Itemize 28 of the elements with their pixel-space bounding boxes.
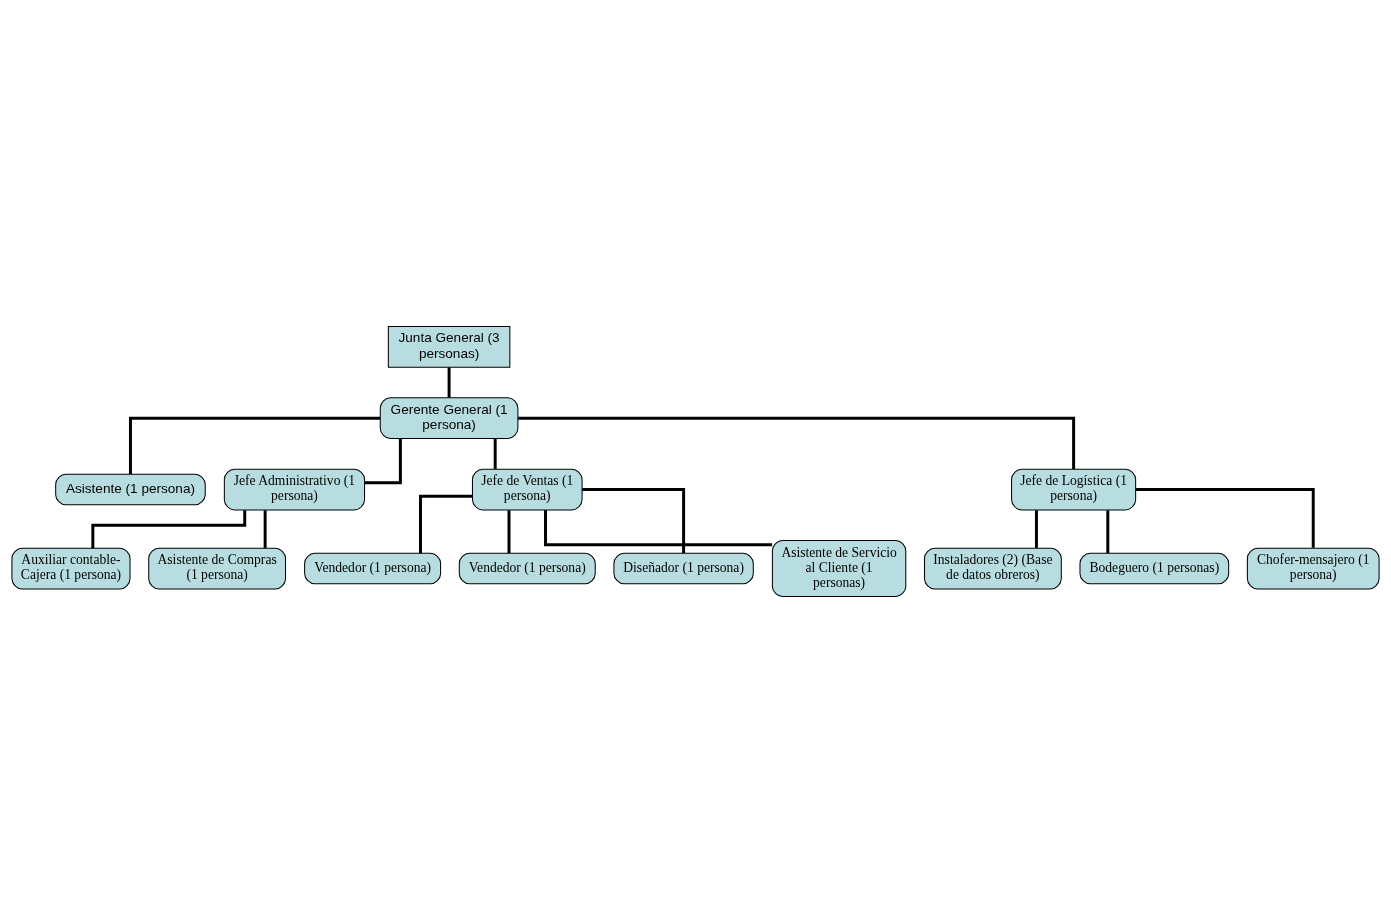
node-box: Bodeguero (1 personas) [1079, 552, 1230, 584]
connector [1106, 509, 1110, 553]
connector [263, 509, 267, 548]
connector [1034, 509, 1038, 548]
node-box: Asistente de Servicio al Cliente (1 personas) [771, 539, 907, 597]
connector [419, 494, 473, 553]
node-box: Asistente de Compras (1 persona) [148, 547, 287, 589]
node-box: Vendedor (1 persona) [458, 552, 596, 584]
node-box: Gerente General (1 persona) [379, 396, 519, 439]
node-box: Vendedor (1 persona) [304, 552, 442, 584]
connector [518, 416, 1076, 469]
connector [582, 487, 686, 553]
connector [493, 438, 497, 469]
node-box: Jefe Administrativo (1 persona) [223, 468, 366, 510]
node-box: Jefe de Logística (1 persona) [1011, 468, 1137, 510]
node-box: Diseñador (1 persona) [613, 552, 754, 584]
connector [544, 509, 773, 546]
connector [507, 509, 511, 553]
connector [1135, 487, 1315, 548]
node-box: Junta General (3 personas) [387, 325, 511, 368]
node-box: Instaladores (2) (Base de datos obreros) [924, 547, 1062, 589]
node-box: Jefe de Ventas (1 persona) [471, 468, 583, 510]
node-box: Auxiliar contable-Cajera (1 persona) [11, 547, 131, 589]
connector [128, 416, 380, 474]
node-box: Chofer-mensajero (1 persona) [1246, 547, 1380, 589]
connector [364, 438, 402, 484]
connector [447, 366, 451, 398]
node-box: Asistente (1 persona) [55, 473, 206, 505]
